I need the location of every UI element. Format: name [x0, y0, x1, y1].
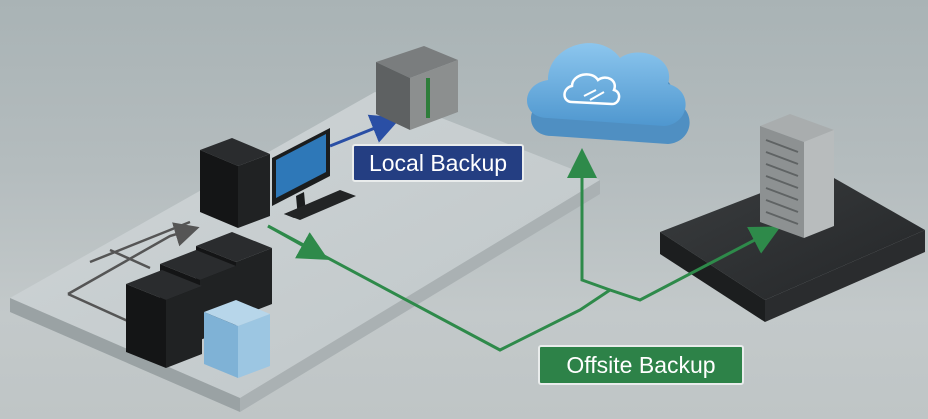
server-icon [376, 46, 458, 130]
local-office-platform [10, 92, 600, 412]
offsite-datacenter-platform [660, 170, 925, 322]
local-backup-route [329, 114, 402, 148]
local-backup-label: Local Backup [352, 144, 524, 182]
offsite-backup-label: Offsite Backup [538, 345, 744, 385]
keyboard-icon [284, 190, 356, 220]
cloud-icon [527, 43, 690, 144]
offsite-backup-route [267, 148, 781, 352]
desktop-computer-icon [200, 138, 270, 228]
datacenter-server-icon [760, 114, 834, 238]
server-network-lines [67, 220, 200, 324]
server-rack-icon [126, 232, 272, 378]
